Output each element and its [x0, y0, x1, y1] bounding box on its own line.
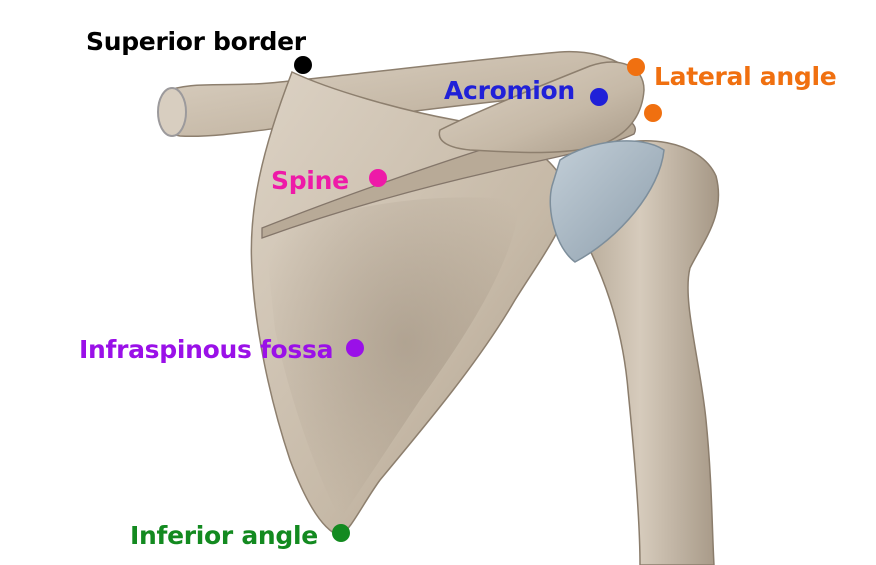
label-superior-border: Superior border: [86, 27, 306, 56]
fossa-shading-shape: [265, 197, 520, 520]
label-inferior-angle: Inferior angle: [130, 521, 318, 550]
marker-superior-border: [294, 56, 312, 74]
humerus-shape: [575, 139, 720, 565]
marker-lateral-angle-lower: [644, 104, 662, 122]
acromion-shape: [438, 61, 645, 154]
marker-infraspinous-fossa: [346, 339, 364, 357]
marker-acromion: [590, 88, 608, 106]
label-lateral-angle: Lateral angle: [654, 62, 837, 91]
marker-lateral-angle-upper: [627, 58, 645, 76]
label-acromion: Acromion: [444, 76, 575, 105]
clavicle-end-shape: [157, 87, 187, 137]
glenoid-cartilage-shape: [549, 140, 665, 263]
label-spine: Spine: [271, 166, 349, 195]
marker-spine: [369, 169, 387, 187]
label-infraspinous-fossa: Infraspinous fossa: [79, 335, 334, 364]
marker-inferior-angle: [332, 524, 350, 542]
